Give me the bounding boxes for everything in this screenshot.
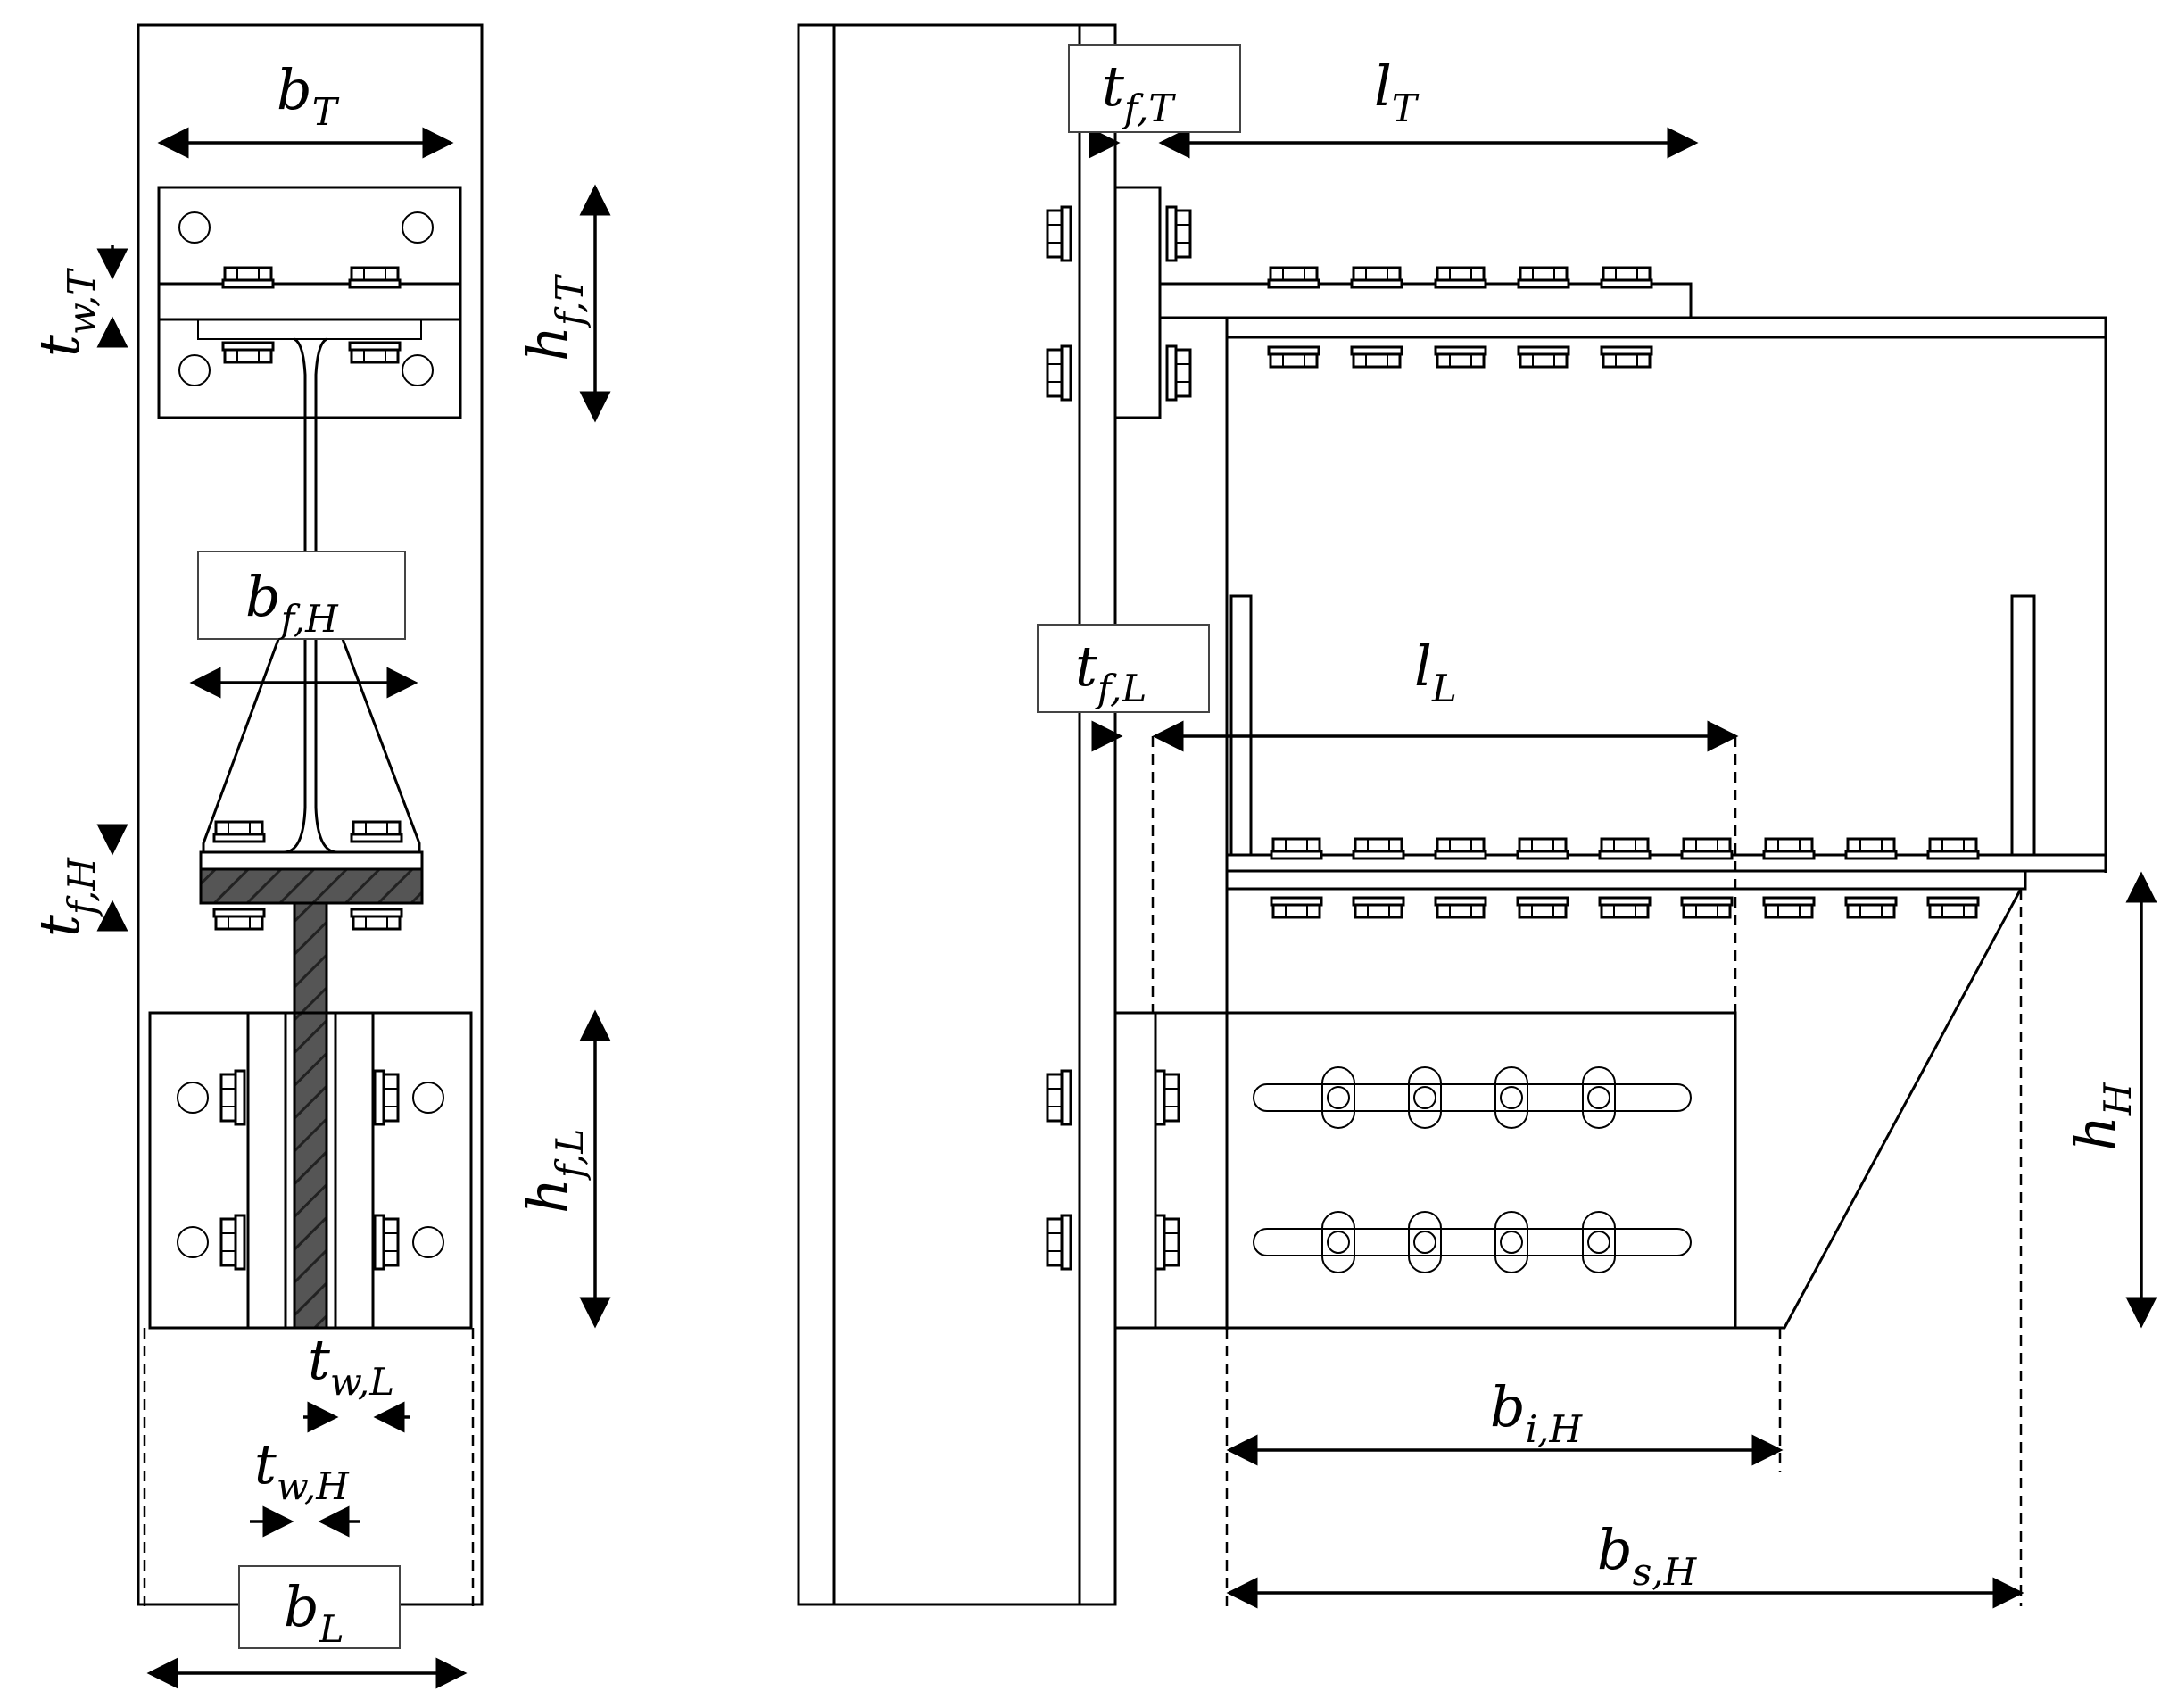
top-tstub-web-side xyxy=(1158,282,1693,319)
label-t-wT: tw,T xyxy=(27,268,103,357)
slotted-holes xyxy=(1253,1066,1692,1273)
column-bolts-bottom xyxy=(1046,1069,1180,1271)
label-t-wH: tw,H xyxy=(254,1431,350,1508)
label-h-fT: hf,T xyxy=(515,274,592,361)
left-section-view xyxy=(96,23,611,1689)
haunch-flange-section xyxy=(199,867,424,905)
label-l-L: lL xyxy=(1414,634,1457,710)
label-t-fH: tf,H xyxy=(27,857,103,937)
label-h-fL: hf,L xyxy=(515,1129,592,1214)
lower-angle-side xyxy=(1113,1011,1737,1330)
label-b-fH: bf,H xyxy=(245,564,339,641)
dimension-labels: bT tw,T hf,T bf,H tf,H hf,L tw,L tw,H bL… xyxy=(27,44,2140,1651)
label-t-fT: tf,T xyxy=(1102,54,1176,130)
lower-angle-plate xyxy=(148,1011,473,1330)
top-tstub-flange-side xyxy=(1113,186,1162,419)
label-box-t-fL xyxy=(1037,624,1210,713)
column-bolts-top xyxy=(1046,205,1192,402)
right-elevation-view xyxy=(797,23,2157,1609)
label-b-sH: bs,H xyxy=(1597,1517,1698,1594)
top-tstub-flange xyxy=(157,282,462,321)
haunch-web-section xyxy=(293,901,328,1330)
beam-flange-bolts xyxy=(1270,837,1980,919)
label-box-b-fH xyxy=(197,551,406,640)
column-elevation xyxy=(797,23,1117,1606)
label-t-wL: tw,L xyxy=(308,1327,394,1404)
beam-top-flange xyxy=(1225,316,2107,339)
label-box-t-fT xyxy=(1068,44,1241,133)
label-h-H: hH xyxy=(2063,1082,2140,1151)
label-l-T: lT xyxy=(1374,54,1420,130)
label-t-fL: tf,L xyxy=(1075,634,1147,710)
label-b-T: bT xyxy=(277,57,340,134)
haunch-flange-side xyxy=(1225,869,2027,891)
label-b-L: bL xyxy=(284,1574,344,1651)
haunch-outline xyxy=(1115,888,2023,1330)
label-box-b-L xyxy=(238,1565,401,1649)
label-b-iH: bi,H xyxy=(1490,1374,1583,1451)
